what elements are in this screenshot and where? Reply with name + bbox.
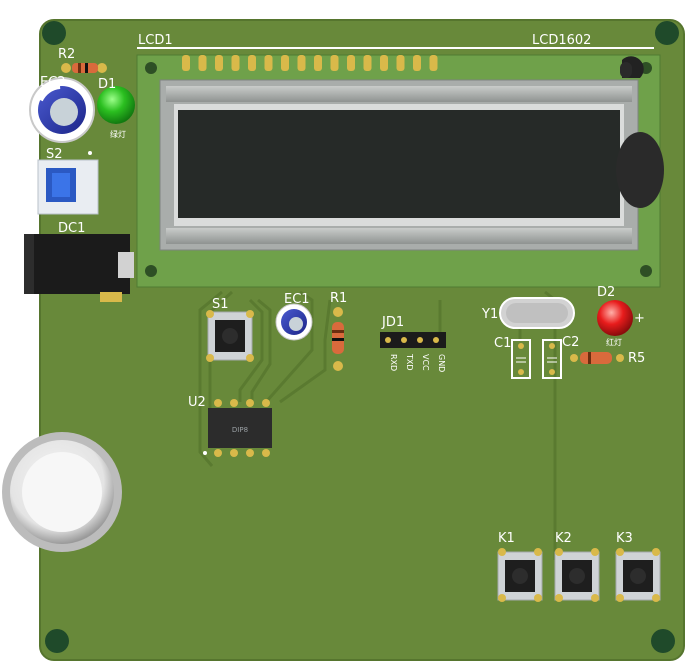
switch-s2 <box>37 151 99 215</box>
jd1-pin-rxd: RXD <box>389 354 398 371</box>
lcd-header-pin <box>314 55 322 71</box>
header-jd1 <box>380 332 446 348</box>
label-c2: C2 <box>562 335 579 350</box>
lcd-header-pin <box>396 55 405 71</box>
jd1-pin-gnd: GND <box>437 354 446 372</box>
lcd-header-pin <box>380 55 388 71</box>
lcd-header-pin <box>182 55 190 71</box>
lcd-header-pin <box>347 55 355 71</box>
resistor-r2 <box>61 63 107 73</box>
capacitor-c1 <box>511 339 531 379</box>
lcd-header-pin <box>330 55 339 71</box>
label-lcd1602: LCD1602 <box>532 33 591 48</box>
label-ec2: EC2 <box>40 75 66 90</box>
label-s2: S2 <box>46 147 63 162</box>
led-d1-green <box>97 86 135 124</box>
label-plus: + <box>634 311 645 326</box>
buzzer <box>2 432 122 552</box>
lcd-header-pin <box>198 55 207 71</box>
lcd-header-pin <box>264 55 273 71</box>
label-k3: K3 <box>616 531 633 546</box>
lcd-header-pin <box>413 55 421 71</box>
dc-jack-dc1 <box>24 234 134 302</box>
label-d1-note: 绿灯 <box>110 129 126 139</box>
label-r5: R5 <box>628 351 645 366</box>
lcd-header-pin <box>215 55 223 71</box>
switch-s1 <box>206 310 254 362</box>
label-d2-note: 红灯 <box>606 337 622 347</box>
lcd1602-module <box>136 54 664 288</box>
label-dc1: DC1 <box>58 221 85 236</box>
label-y1: Y1 <box>481 307 498 322</box>
lcd-header-pin <box>248 55 256 71</box>
jd1-pin-vcc: VCC <box>421 354 430 371</box>
label-s1: S1 <box>212 297 229 312</box>
switch-k2 <box>554 548 600 602</box>
resistor-r5 <box>570 352 624 364</box>
label-c1: C1 <box>494 336 511 351</box>
label-d2: D2 <box>597 285 615 300</box>
crystal-y1 <box>499 297 575 329</box>
mounting-hole-top-left <box>42 21 66 45</box>
label-r2: R2 <box>58 47 75 62</box>
chip-u2-marking: DIP8 <box>232 426 248 434</box>
capacitor-c2 <box>542 339 562 379</box>
mounting-hole-bottom-left <box>45 629 69 653</box>
capacitor-ec2 <box>29 77 95 143</box>
label-u2: U2 <box>188 395 206 410</box>
label-lcd1: LCD1 <box>138 33 173 48</box>
lcd-header-pin <box>281 55 289 71</box>
lcd-header-pin <box>231 55 240 71</box>
lcd-header-pin <box>429 55 438 71</box>
lcd-header-pin <box>363 55 372 71</box>
mounting-hole-top-right <box>655 21 679 45</box>
label-ec1: EC1 <box>284 292 310 307</box>
switch-k3 <box>615 548 661 602</box>
label-k1: K1 <box>498 531 515 546</box>
resistor-r1 <box>332 307 344 371</box>
switch-k1 <box>497 548 543 602</box>
capacitor-ec1 <box>275 303 313 341</box>
lcd-header-pins <box>182 55 438 71</box>
label-d1: D1 <box>98 77 116 92</box>
mounting-hole-bottom-right <box>651 629 675 653</box>
label-r1: R1 <box>330 291 347 306</box>
led-d2-red <box>597 300 633 336</box>
chip-u2: DIP8 <box>203 399 272 457</box>
label-k2: K2 <box>555 531 572 546</box>
jd1-pin-txd: TXD <box>405 353 414 371</box>
label-jd1: JD1 <box>381 315 404 330</box>
lcd-header-pin <box>297 55 306 71</box>
lcd-screen <box>178 110 620 218</box>
